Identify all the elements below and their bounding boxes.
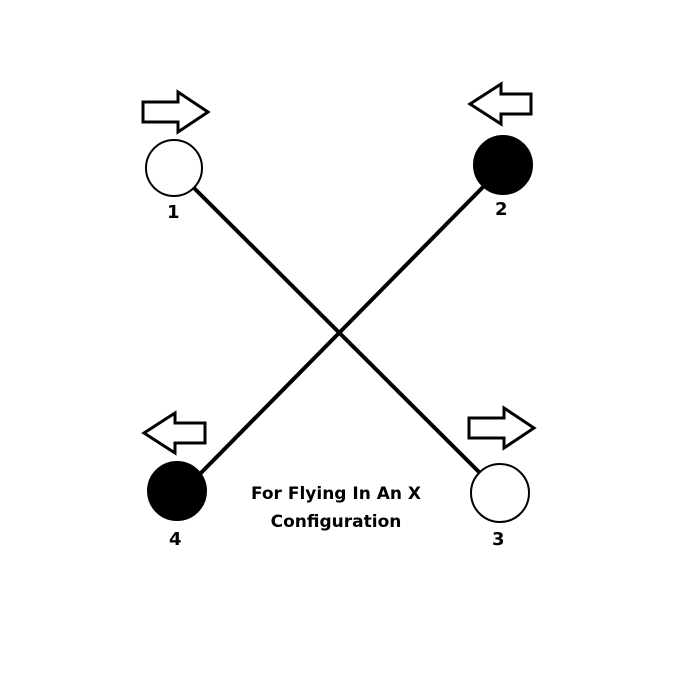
arrow-right-icon bbox=[141, 89, 211, 135]
motor-3-circle bbox=[470, 463, 530, 523]
motor-3-label: 3 bbox=[492, 529, 505, 550]
arrow-left-icon bbox=[141, 410, 207, 456]
motor-4-circle bbox=[147, 461, 207, 521]
motor-1-label: 1 bbox=[167, 202, 180, 223]
motor-2-circle bbox=[473, 135, 533, 195]
motor-4-label: 4 bbox=[169, 529, 182, 550]
caption-line-1: For Flying In An X bbox=[250, 484, 422, 504]
diagram-caption: For Flying In An X Configuration bbox=[236, 480, 436, 536]
arrow-right-icon bbox=[467, 405, 537, 451]
motor-1-circle bbox=[145, 139, 203, 197]
caption-line-2: Configuration bbox=[270, 512, 402, 532]
arm-2-to-4 bbox=[191, 183, 487, 483]
arrow-left-icon bbox=[467, 81, 533, 127]
motor-2-label: 2 bbox=[495, 199, 508, 220]
